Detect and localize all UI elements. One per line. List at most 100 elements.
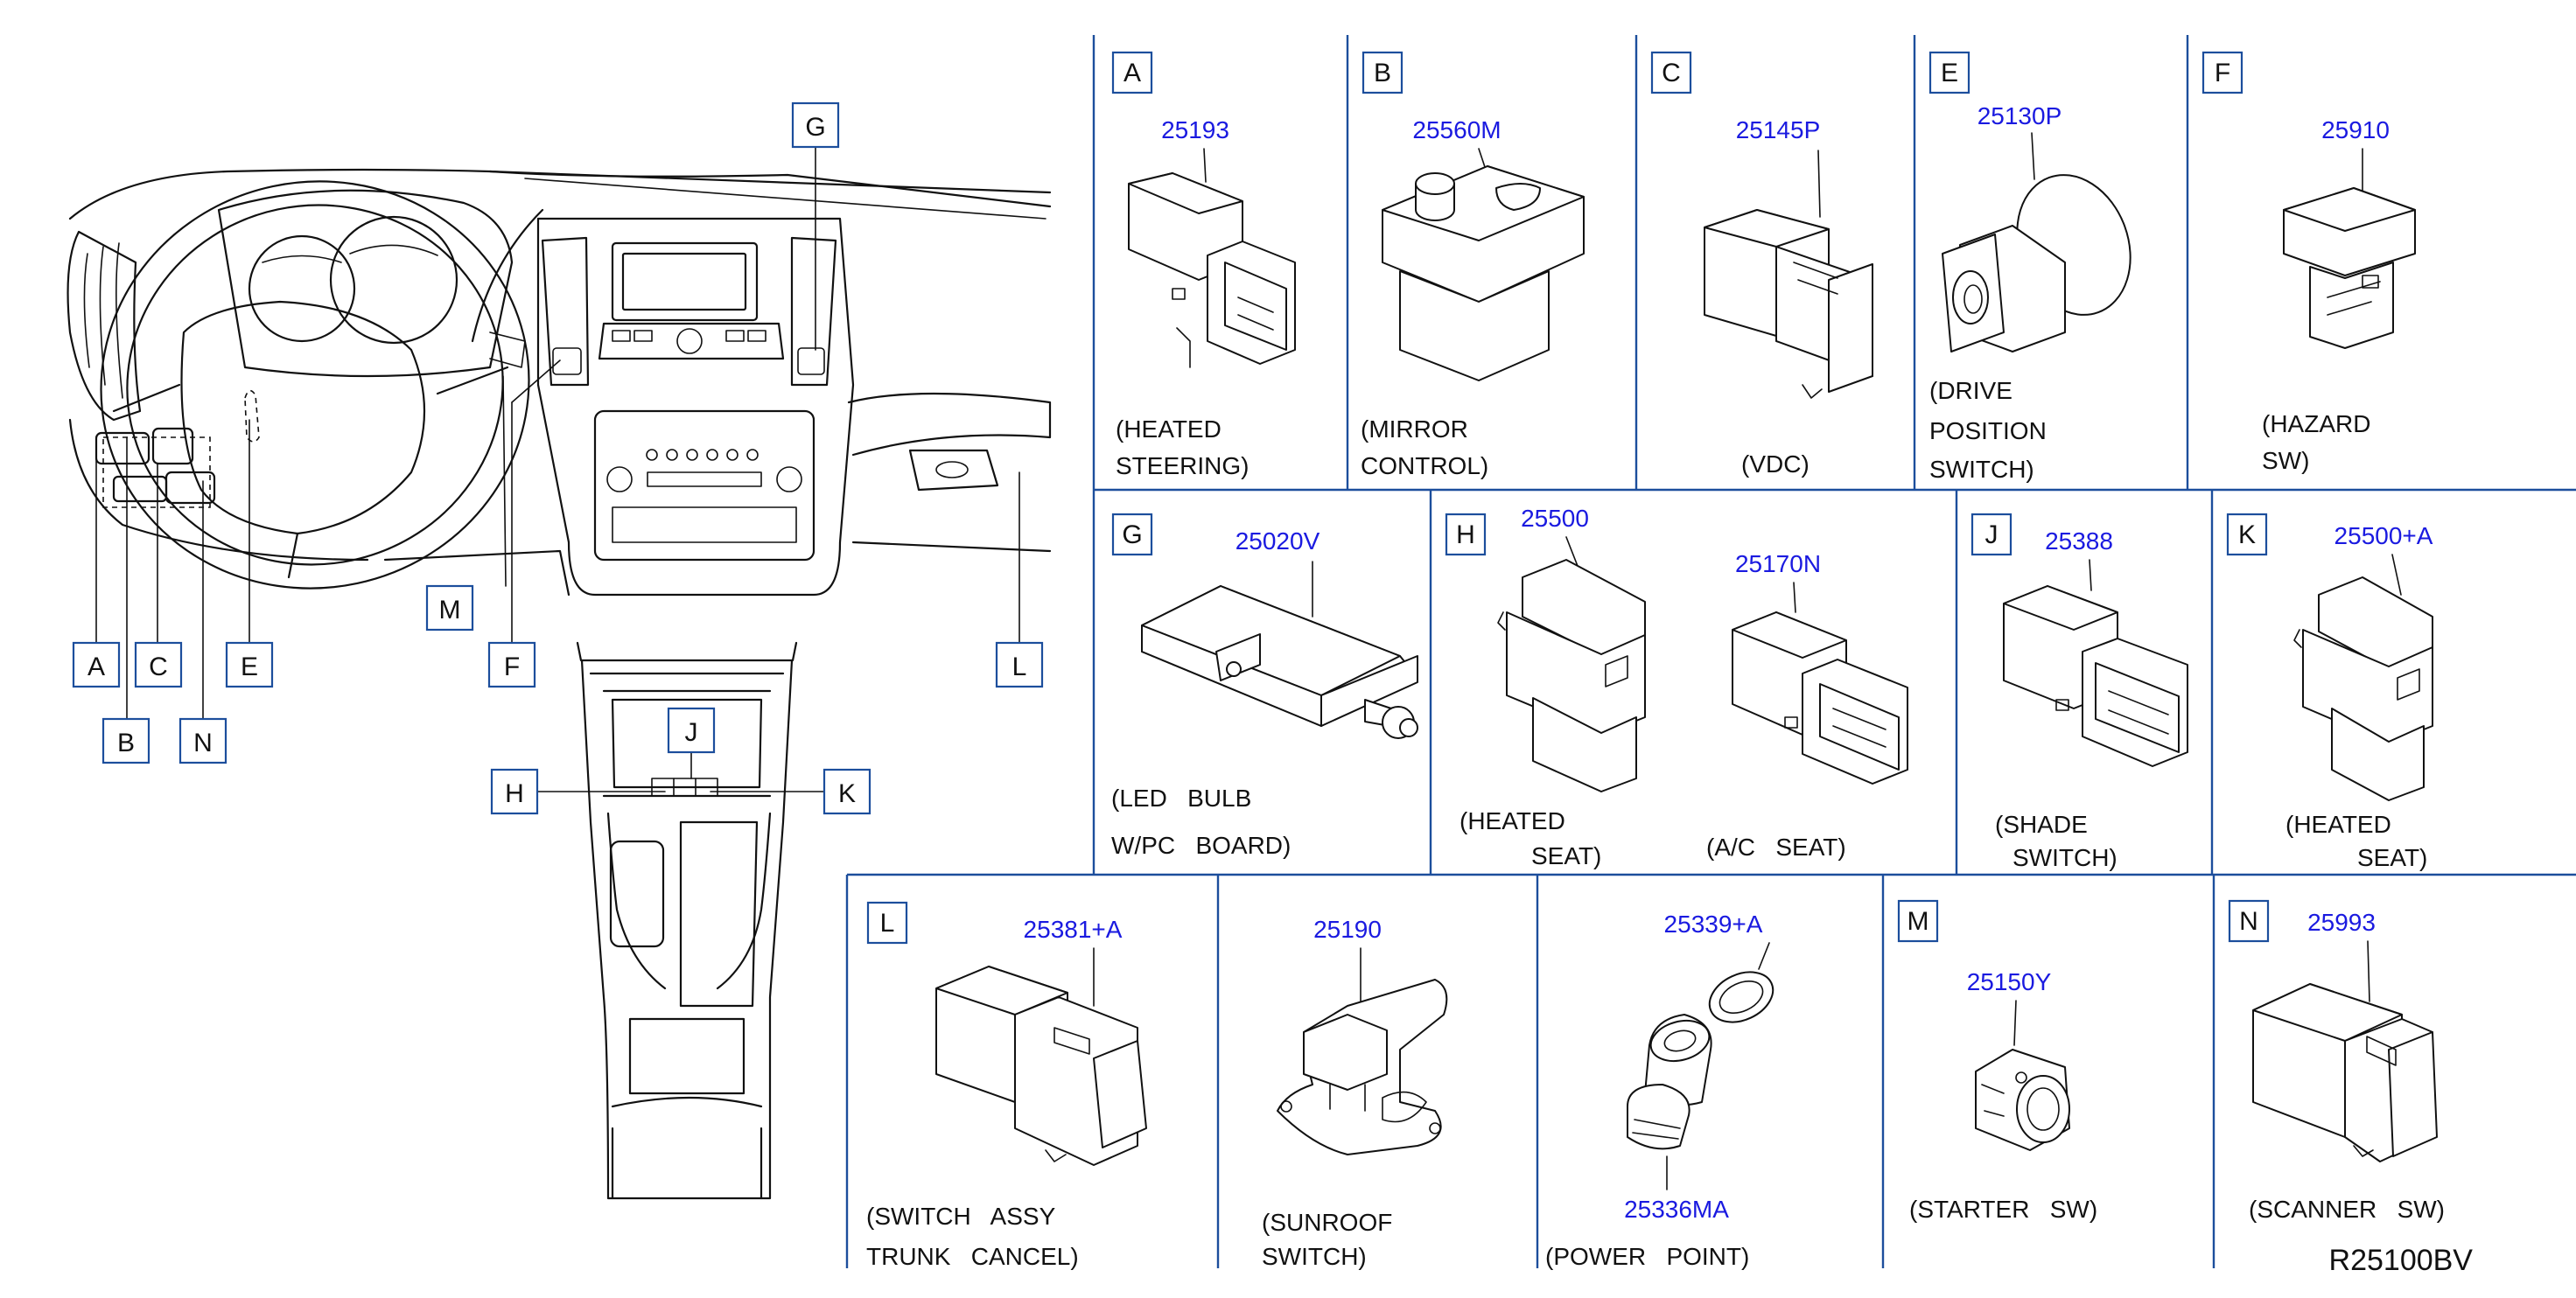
callout-label: F xyxy=(504,652,520,681)
part-illustration-h-heated xyxy=(1497,559,1646,792)
part-description: SWITCH) xyxy=(2012,844,2118,871)
callout-label: A xyxy=(88,652,105,681)
part-number[interactable]: 25170N xyxy=(1735,550,1821,577)
part-description: (LED BULB xyxy=(1111,785,1251,812)
part-description: SEAT) xyxy=(1531,842,1601,869)
part-number[interactable]: 25336MA xyxy=(1624,1196,1729,1223)
panel-g: G 25020V (LED BULB W/PC BOARD) xyxy=(1111,513,1418,859)
part-description: (HAZARD xyxy=(2262,410,2370,437)
part-description: (SWITCH ASSY xyxy=(866,1203,1056,1230)
part-number[interactable]: 25339+A xyxy=(1664,911,1763,938)
callout-box-c[interactable]: C xyxy=(134,641,183,688)
panel-letter: G xyxy=(1122,520,1142,549)
part-illustration-k xyxy=(2293,576,2433,801)
part-description: (SCANNER SW) xyxy=(2249,1196,2445,1223)
panel-letter: H xyxy=(1456,520,1475,549)
part-number[interactable]: 25910 xyxy=(2321,116,2390,143)
panel-power-point: 25339+A 25336MA (POWER POINT) xyxy=(1545,911,1774,1270)
callout-box-l[interactable]: L xyxy=(995,641,1044,688)
callout-box-k[interactable]: K xyxy=(822,768,872,815)
panel-letter: F xyxy=(2215,59,2230,87)
panel-letter: E xyxy=(1941,59,1958,87)
panel-letter: K xyxy=(2238,520,2256,549)
part-description: (VDC) xyxy=(1741,450,1810,478)
callout-label: K xyxy=(838,779,856,808)
part-number[interactable]: 25193 xyxy=(1161,116,1229,143)
part-description: CONTROL) xyxy=(1361,452,1488,479)
callout-box-g[interactable]: G xyxy=(791,101,840,149)
part-number[interactable]: 25130P xyxy=(1978,102,2062,129)
part-description: (STARTER SW) xyxy=(1909,1196,2097,1223)
panel-letter: L xyxy=(880,909,895,938)
part-number[interactable]: 25560M xyxy=(1412,116,1501,143)
panel-sunroof: 25190 (SUNROOF SWITCH) xyxy=(1262,916,1448,1270)
part-illustration-h-ac xyxy=(1732,611,1908,785)
callout-box-n[interactable]: N xyxy=(178,717,228,764)
part-illustration-m xyxy=(1975,1049,2070,1151)
panel-l: L 25381+A (SWITCH ASSY TRUNK CANCEL) xyxy=(866,901,1147,1270)
part-description: SWITCH) xyxy=(1929,456,2034,483)
part-illustration-f xyxy=(2283,187,2416,349)
part-number[interactable]: 25190 xyxy=(1313,916,1382,943)
part-illustration-power-point xyxy=(1627,971,1774,1150)
panel-h: H 25500 25170N (HEATED SEAT) (A/C SEAT) xyxy=(1445,505,1908,869)
part-number[interactable]: 25150Y xyxy=(1967,968,2052,995)
part-number[interactable]: 25145P xyxy=(1736,116,1821,143)
callout-label: J xyxy=(685,718,698,747)
panel-e: E 25130P (DRIVE POSITION SWITCH) xyxy=(1928,51,2132,483)
callout-box-a[interactable]: A xyxy=(72,641,121,688)
callout-label: M xyxy=(439,596,461,625)
part-description: (DRIVE xyxy=(1929,377,2012,404)
center-console-overview xyxy=(576,641,798,1200)
part-illustration-l xyxy=(935,966,1147,1166)
part-number[interactable]: 25500 xyxy=(1521,505,1589,532)
part-description: STEERING) xyxy=(1116,452,1249,479)
part-description: W/PC BOARD) xyxy=(1111,832,1291,859)
part-description: (POWER POINT) xyxy=(1545,1243,1749,1270)
callout-label: G xyxy=(805,113,825,142)
callout-box-m[interactable]: M xyxy=(425,584,474,632)
part-description: SWITCH) xyxy=(1262,1243,1367,1270)
dashboard-overview xyxy=(66,168,1052,597)
callout-box-j[interactable]: J xyxy=(667,707,716,754)
part-description: (HEATED xyxy=(1460,807,1565,834)
part-description: (SUNROOF xyxy=(1262,1209,1392,1236)
part-description: TRUNK CANCEL) xyxy=(866,1243,1079,1270)
part-number[interactable]: 25993 xyxy=(2307,909,2376,936)
diagram-reference-code: R25100BV xyxy=(2329,1244,2474,1277)
part-number[interactable]: 25381+A xyxy=(1024,916,1123,943)
part-illustration-a xyxy=(1128,172,1296,368)
panel-letter: M xyxy=(1908,907,1929,936)
panel-n: N 25993 (SCANNER SW) xyxy=(2228,899,2445,1223)
panel-grid xyxy=(845,35,2576,1268)
callout-leaders xyxy=(95,146,1020,792)
part-description: POSITION xyxy=(1929,417,2047,444)
part-number[interactable]: 25020V xyxy=(1236,527,1320,555)
callout-label: L xyxy=(1012,652,1027,681)
part-illustration-sunroof xyxy=(1277,979,1448,1155)
part-number[interactable]: 25388 xyxy=(2045,527,2113,555)
callout-label: N xyxy=(193,729,213,757)
part-illustration-g xyxy=(1141,585,1418,739)
part-description: (HEATED xyxy=(2286,811,2391,838)
part-description: (MIRROR xyxy=(1361,415,1468,443)
panel-a: A 25193 (HEATED STEERING) xyxy=(1111,51,1296,479)
part-number[interactable]: 25500+A xyxy=(2334,522,2433,549)
part-illustration-j xyxy=(2003,585,2188,767)
panel-letter: J xyxy=(1985,520,1998,549)
part-illustration-b xyxy=(1382,165,1585,381)
part-description: (HEATED xyxy=(1116,415,1222,443)
callout-box-e[interactable]: E xyxy=(225,641,274,688)
callout-label: E xyxy=(241,652,258,681)
panel-letter: B xyxy=(1374,59,1391,87)
part-description: (SHADE xyxy=(1995,811,2088,838)
callout-box-f[interactable]: F xyxy=(487,641,536,688)
panel-f: F 25910 (HAZARD SW) xyxy=(2202,51,2416,474)
panel-letter: C xyxy=(1662,59,1681,87)
callout-box-b[interactable]: B xyxy=(102,717,150,764)
callout-label: C xyxy=(149,652,168,681)
part-illustration-c xyxy=(1704,209,1873,399)
part-illustration-e xyxy=(1942,174,2132,352)
callout-box-h[interactable]: H xyxy=(490,768,539,815)
